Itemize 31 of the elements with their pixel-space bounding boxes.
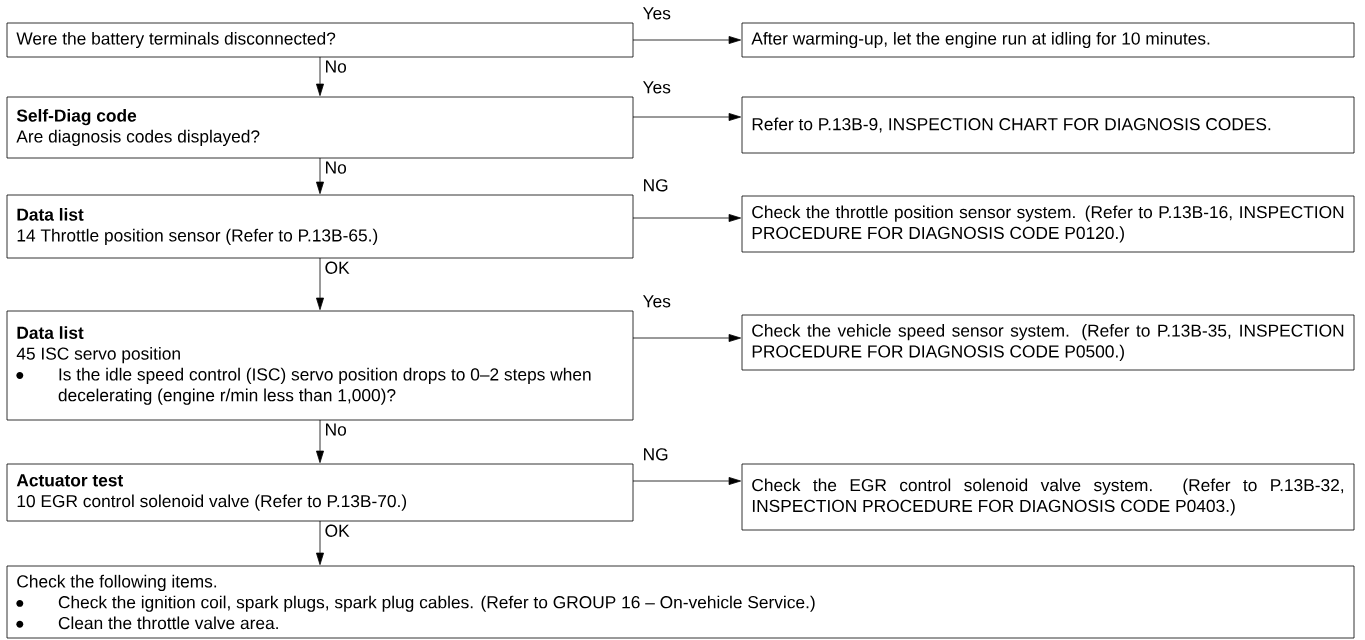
- step-box: Actuator test 10 EGR control solenoid valve (Refer to P.13B-70.): [6, 463, 634, 522]
- arrow: [316, 56, 324, 96]
- step-box: Check the following items. Check the ignition coil, spark plugs, spark plug cables. (Refer to GROUP 16 – On-vehicle Service.) Clean the throttle valve area.: [6, 565, 1355, 639]
- step-box: Data list 45 ISC servo position Is the idle speed control (ISC) servo position drops to 0–2 steps when decelerating (engine r/min less than 1,000)?: [6, 310, 634, 421]
- edge-label: NG: [641, 446, 670, 462]
- step-box: Check the EGR control solenoid valve system. (Refer to P.13B-32, INSPECTION PROCEDURE FOR DIAGNOSIS CODE P0403.): [741, 463, 1355, 531]
- arrow: [632, 36, 741, 44]
- edge-label: No: [323, 59, 349, 75]
- edge-label: No: [323, 160, 349, 176]
- arrow: [632, 477, 741, 485]
- arrow: [632, 214, 741, 222]
- step-box: Check the vehicle speed sensor system. (Refer to P.13B-35, INSPECTION PROCEDURE FOR DIAGNOSIS CODE P0500.): [741, 314, 1355, 371]
- step-box: Check the throttle position sensor system. (Refer to P.13B-16, INSPECTION PROCEDURE FOR DIAGNOSIS CODE P0120.): [741, 195, 1355, 253]
- arrow: [632, 334, 741, 342]
- step-box: Refer to P.13B-9, INSPECTION CHART FOR DIAGNOSIS CODES.: [741, 96, 1355, 154]
- edge-label: OK: [323, 260, 351, 276]
- step-box: After warming-up, let the engine run at idling for 10 minutes.: [741, 22, 1355, 58]
- arrow: [632, 113, 741, 121]
- arrow: [316, 419, 324, 463]
- arrow: [316, 157, 324, 194]
- edge-label: OK: [323, 523, 351, 539]
- step-box: Data list 14 Throttle position sensor (Refer to P.13B-65.): [6, 194, 634, 259]
- step-box: Self-Diag code Are diagnosis codes displayed?: [6, 96, 634, 159]
- edge-label: No: [323, 422, 349, 438]
- edge-label: Yes: [641, 294, 673, 309]
- arrow: [316, 257, 324, 310]
- edge-label: Yes: [641, 80, 673, 95]
- edge-label: Yes: [641, 6, 673, 21]
- edge-label: NG: [641, 177, 670, 193]
- step-box: Were the battery terminals disconnected?: [6, 22, 634, 58]
- arrow: [316, 520, 324, 565]
